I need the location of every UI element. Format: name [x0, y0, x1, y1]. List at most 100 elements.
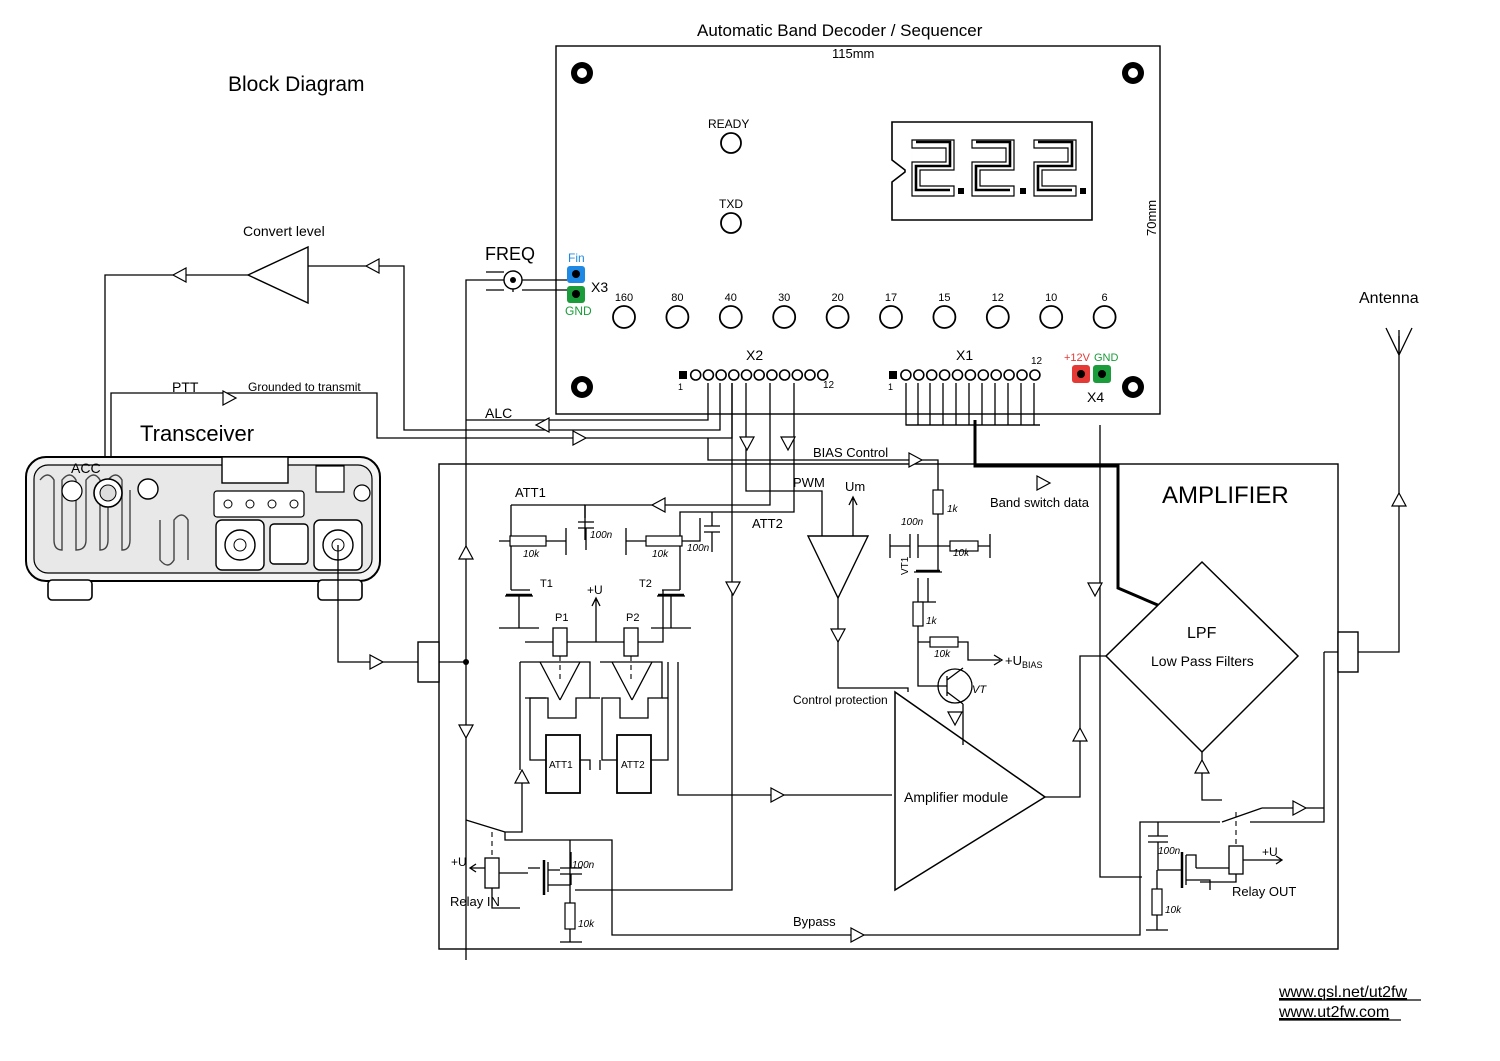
band-switch-label: Band switch data [990, 495, 1090, 510]
vt1-label: VT1 [900, 556, 911, 575]
connector-pin [925, 369, 938, 381]
amplifier-module-label: Amplifier module [904, 789, 1008, 805]
band-button-icon[interactable] [879, 305, 903, 329]
att2-label: ATT2 [752, 516, 783, 531]
x2-pin12-label: 12 [823, 380, 835, 391]
acc-label: ACC [71, 460, 101, 476]
connector-pin-1 [679, 371, 687, 379]
amplifier-box [438, 463, 1339, 950]
band-button-icon[interactable] [718, 305, 743, 329]
convert-level-label: Convert level [243, 223, 325, 239]
c-100n-relay-out: 100n [1158, 846, 1181, 857]
lpf-sub-label: Low Pass Filters [1151, 653, 1254, 669]
p2-label: P2 [626, 612, 639, 624]
control-protection-label: Control protection [793, 693, 888, 707]
connector-pin [727, 369, 740, 381]
x1-label: X1 [956, 347, 973, 363]
decoder-width-label: 115mm [832, 46, 874, 61]
p1-label: P1 [555, 612, 568, 624]
x4-gnd-label: GND [1094, 352, 1119, 364]
x1-connector [889, 369, 1041, 381]
band-label: 20 [831, 292, 843, 304]
plus-u-relay-in: +U [451, 855, 467, 869]
alc-label: ALC [485, 405, 512, 421]
ready-label: READY [708, 117, 749, 131]
r-10k-bias: 10k [953, 548, 970, 559]
amplifier-label: AMPLIFIER [1162, 482, 1289, 509]
x1-pin12-label: 12 [1031, 356, 1043, 367]
att1-label: ATT1 [515, 485, 546, 500]
band-label: 15 [938, 292, 950, 304]
decoder-height-label: 70mm [1144, 200, 1159, 236]
band-button-icon[interactable] [985, 305, 1010, 329]
connector-pin [964, 369, 977, 381]
link-ut2fw[interactable]: www.ut2fw.com [1278, 1004, 1389, 1021]
connector-pin [753, 369, 766, 381]
connector-pin [1016, 369, 1028, 381]
r-10k-relay-in: 10k [578, 919, 595, 930]
band-button-icon[interactable] [932, 305, 957, 329]
band-label: 17 [885, 292, 897, 304]
connector-pin [778, 369, 791, 381]
band-label: 6 [1102, 292, 1108, 304]
x3-gnd-label: GND [565, 304, 592, 318]
antenna-icon [1385, 327, 1413, 356]
connector-pin-1 [889, 371, 897, 379]
link-qsl[interactable]: www.qsl.net/ut2fw [1278, 984, 1408, 1001]
signal-flow-arrows [171, 257, 1408, 944]
decoder-board: Automatic Band Decoder / Sequencer 115mm… [555, 21, 1161, 415]
fin-label: Fin [568, 251, 585, 265]
band-button-icon[interactable] [825, 305, 850, 329]
c-100n-att2: 100n [687, 543, 710, 554]
band-label: 10 [1045, 292, 1057, 304]
ptt-label: PTT [172, 379, 199, 395]
bypass-label: Bypass [793, 914, 836, 929]
connector-pin [951, 369, 964, 381]
c-100n-relay-in: 100n [572, 860, 595, 871]
band-label: 30 [778, 292, 790, 304]
band-button-icon[interactable] [1092, 305, 1117, 329]
connector-pin [702, 369, 715, 381]
r-10k-att1: 10k [523, 549, 540, 560]
connector-pin [791, 369, 804, 381]
r-10k-att2: 10k [652, 549, 669, 560]
connector-pin [689, 369, 702, 381]
connector-pin [816, 369, 829, 381]
diagram-title: Block Diagram [228, 73, 365, 96]
decoder-title: Automatic Band Decoder / Sequencer [697, 21, 983, 40]
plus-u-relay-out: +U [1262, 845, 1278, 859]
band-label: 40 [725, 292, 737, 304]
band-button-icon[interactable] [612, 305, 636, 329]
x2-pin1-label: 1 [678, 382, 683, 392]
band-button-icon[interactable] [665, 305, 690, 329]
seven-segment-display-icon [891, 121, 1093, 221]
relay-out-label: Relay OUT [1232, 884, 1296, 899]
r-1k-bias-bottom: 1k [926, 616, 938, 627]
connector-pin [900, 369, 912, 381]
lpf-label: LPF [1187, 625, 1217, 642]
band-button-icon[interactable] [1039, 305, 1064, 329]
t2-label: T2 [639, 578, 652, 590]
freq-label: FREQ [485, 244, 535, 264]
r-1k-bias-top: 1k [947, 504, 959, 515]
connector-pin [990, 369, 1003, 381]
x1-pin1-label: 1 [888, 382, 893, 392]
connector-pin [715, 369, 727, 381]
transceiver-icon [25, 456, 381, 601]
band-label: 80 [671, 292, 683, 304]
x2-connector [679, 369, 829, 381]
txd-label: TXD [719, 197, 743, 211]
ready-led-icon [720, 132, 742, 154]
convert-level-amp-icon [246, 245, 309, 305]
connector-pin [1029, 369, 1041, 381]
x3-label: X3 [591, 279, 608, 295]
mounting-hole-icon [571, 62, 1144, 398]
r-10k-vt: 10k [934, 649, 951, 660]
band-button-icon[interactable] [772, 305, 797, 329]
t1-label: T1 [540, 578, 553, 590]
pwm-label: PWM [793, 475, 825, 490]
x2-label: X2 [746, 347, 763, 363]
band-label: 160 [615, 292, 633, 304]
